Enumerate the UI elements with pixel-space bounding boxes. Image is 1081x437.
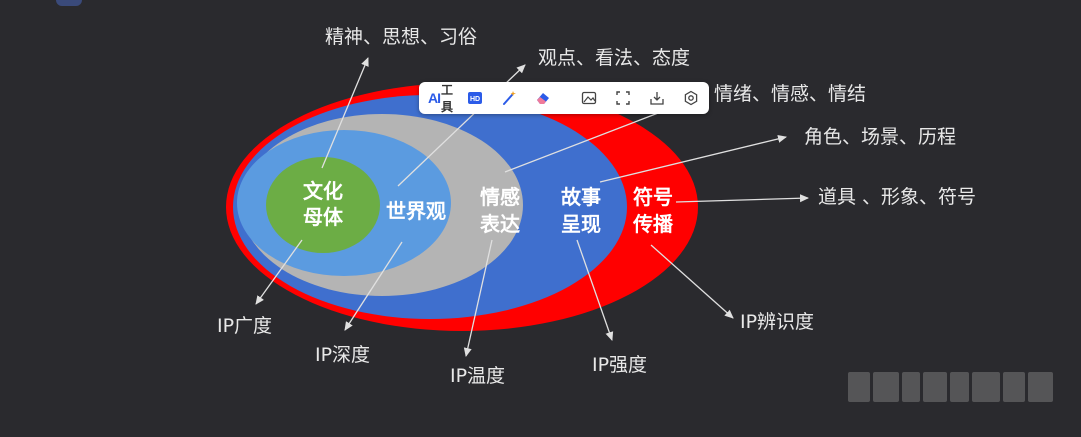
story-label-line1: 故事	[561, 185, 601, 209]
emotion-bottom-label: IP温度	[450, 365, 505, 387]
symbol-label-line1: 符号	[633, 185, 673, 209]
worldview-label: 世界观	[386, 199, 446, 223]
culture-label-line1: 文化	[303, 179, 343, 203]
hd-icon-text: HD	[470, 96, 480, 103]
arrow-symbol-down	[650, 244, 734, 319]
blurred-watermark	[848, 368, 1053, 406]
crop-icon	[616, 91, 630, 105]
download-icon	[650, 92, 664, 105]
arrow-emotion-down	[463, 239, 493, 357]
arrow-symbol-right	[675, 194, 809, 203]
eraser-icon	[537, 93, 549, 104]
culture-layer-ellipse	[266, 157, 380, 253]
eraser-button[interactable]	[527, 86, 559, 110]
arrow-story-down	[576, 239, 614, 341]
culture-bottom-label: IP广度	[217, 315, 272, 337]
settings-icon	[684, 90, 698, 106]
symbol-top-label: 道具 、形象、符号	[818, 186, 976, 208]
culture-label-line2: 母体	[303, 205, 344, 229]
image-edit-button[interactable]	[573, 86, 605, 110]
symbol-label-line2: 传播	[632, 212, 674, 236]
emotion-top-label: 情绪、情感、情结	[714, 83, 866, 105]
hd-button[interactable]: HD	[459, 86, 491, 110]
arrow-story-up	[599, 134, 787, 183]
settings-button[interactable]	[675, 86, 707, 110]
download-button[interactable]	[641, 86, 673, 110]
arrow-culture-down	[255, 239, 303, 305]
emotion-label-line1: 情感	[480, 185, 520, 209]
worldview-top-label: 观点、看法、态度	[538, 47, 690, 69]
arrow-culture-up	[321, 57, 369, 169]
magic-wand-icon	[503, 91, 516, 105]
top-edge-mark	[56, 0, 82, 6]
story-top-label: 角色、场景、历程	[804, 126, 956, 148]
culture-top-label: 精神、思想、习俗	[325, 26, 477, 48]
image-edit-icon	[581, 91, 597, 105]
hd-icon: HD	[468, 92, 482, 104]
crop-button[interactable]	[607, 86, 639, 110]
worldview-bottom-label: IP深度	[315, 344, 370, 366]
story-label-line2: 呈现	[561, 212, 601, 236]
symbol-bottom-label: IP辨识度	[740, 311, 814, 333]
magic-wand-button[interactable]	[493, 86, 525, 110]
story-bottom-label: IP强度	[592, 354, 647, 376]
ai-tools-label: 工具	[441, 83, 454, 114]
emotion-label-line2: 表达	[480, 212, 520, 236]
ai-tools-icon: AI	[428, 90, 441, 106]
arrow-worldview-down	[344, 241, 403, 331]
